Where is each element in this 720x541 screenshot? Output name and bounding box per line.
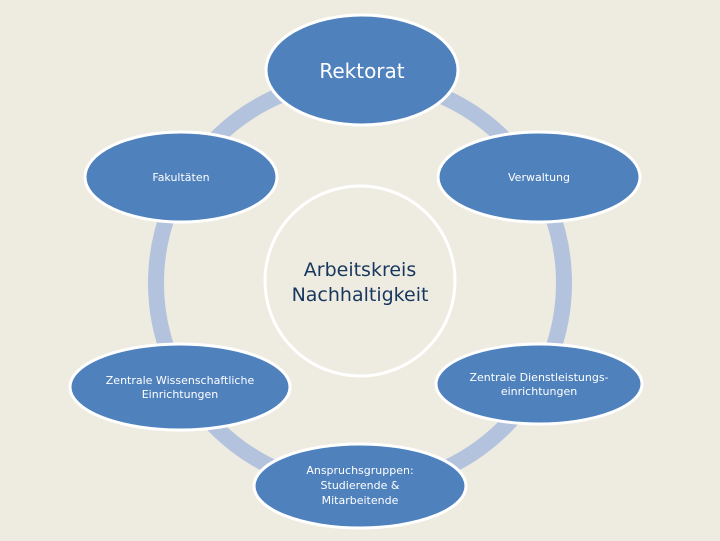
node-zentrale-dienstleistungseinrichtungen[interactable]: Zentrale Dienstleistungs- einrichtungen: [434, 342, 644, 426]
node-fakultaeten[interactable]: Fakultäten: [83, 130, 279, 224]
node-anspruchsgruppen[interactable]: Anspruchsgruppen: Studierende & Mitarbei…: [252, 442, 468, 530]
center-label-line-2: Nachhaltigkeit: [292, 284, 429, 306]
node-label-line-1: Zentrale Wissenschaftliche: [106, 374, 255, 387]
node-label-line-2: Einrichtungen: [142, 388, 219, 401]
node-label-line-2: einrichtungen: [501, 385, 577, 398]
node-zentrale-wissenschaftliche-einrichtungen[interactable]: Zentrale Wissenschaftliche Einrichtungen: [68, 342, 292, 432]
node-label: Rektorat: [319, 59, 404, 83]
node-label: Verwaltung: [508, 171, 570, 184]
node-label-line-3: Mitarbeitende: [322, 494, 399, 507]
node-label-line-2: Studierende &: [321, 479, 400, 492]
node-rektorat[interactable]: Rektorat: [264, 13, 460, 127]
center-label-line-1: Arbeitskreis: [304, 259, 416, 281]
node-label-line-1: Zentrale Dienstleistungs-: [469, 371, 608, 384]
node-label: Fakultäten: [152, 171, 209, 184]
center-circle: Arbeitskreis Nachhaltigkeit: [263, 184, 457, 378]
node-verwaltung[interactable]: Verwaltung: [436, 130, 642, 224]
node-label-line-1: Anspruchsgruppen:: [306, 464, 413, 477]
